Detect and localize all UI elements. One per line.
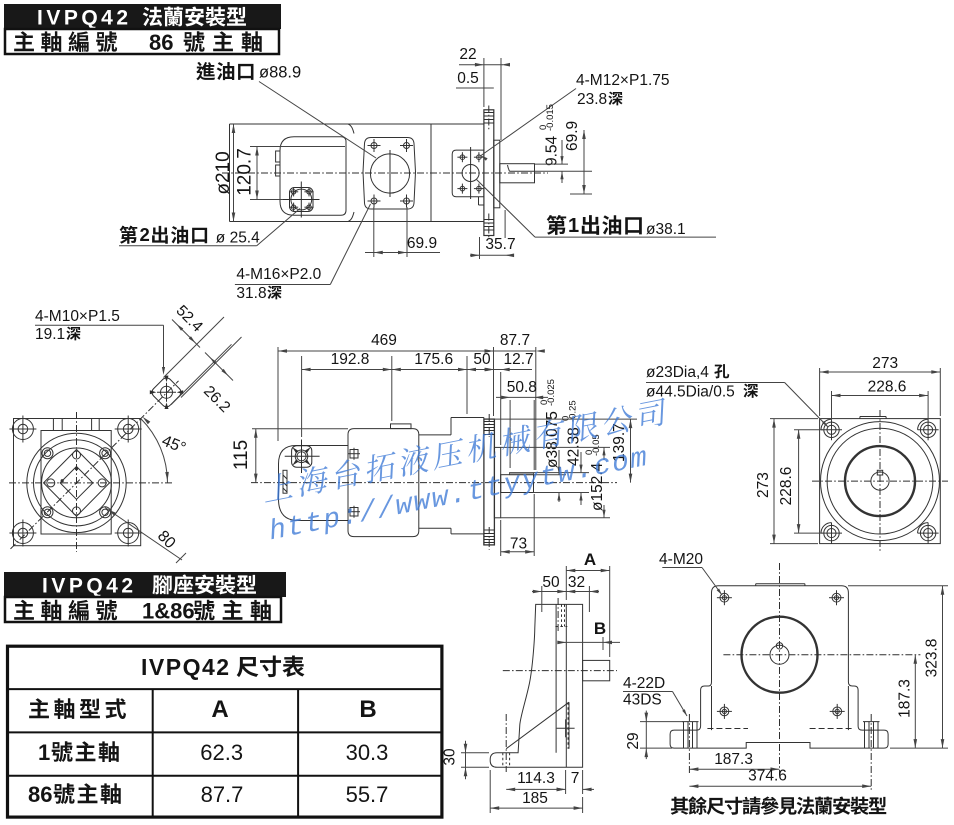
svg-text:1: 1	[568, 215, 579, 237]
svg-text:323.8: 323.8	[924, 639, 941, 678]
svg-text:228.6: 228.6	[778, 467, 795, 506]
svg-text:120.7: 120.7	[235, 148, 256, 196]
svg-text:50: 50	[542, 574, 560, 591]
svg-text:-0.25: -0.25	[568, 400, 579, 422]
svg-text:35.7: 35.7	[485, 236, 515, 253]
svg-text:55.7: 55.7	[346, 782, 389, 807]
svg-text:115: 115	[231, 440, 252, 470]
svg-text:23.8: 23.8	[577, 91, 607, 108]
svg-text:187.3: 187.3	[714, 751, 753, 768]
svg-text:469: 469	[371, 332, 397, 349]
svg-text:86: 86	[149, 30, 173, 55]
svg-text:86: 86	[28, 782, 52, 807]
svg-text:IVPQ42: IVPQ42	[42, 575, 137, 598]
svg-text:0: 0	[584, 450, 595, 455]
svg-text:62.3: 62.3	[200, 740, 243, 765]
svg-text:1: 1	[38, 740, 50, 765]
svg-text:31.8: 31.8	[236, 285, 266, 302]
svg-text:ø88.9: ø88.9	[259, 64, 301, 82]
svg-text:-0.025: -0.025	[546, 379, 557, 406]
svg-text:2: 2	[140, 224, 150, 245]
svg-text:374.6: 374.6	[748, 768, 787, 785]
svg-text:185: 185	[522, 790, 548, 807]
svg-text:0: 0	[561, 416, 572, 421]
svg-text:45°: 45°	[159, 432, 188, 457]
svg-text:12.7: 12.7	[504, 351, 534, 368]
svg-text:B: B	[594, 619, 606, 638]
svg-text:4-22D: 4-22D	[623, 675, 665, 692]
svg-text:30.3: 30.3	[346, 740, 389, 765]
svg-text:ø38.1: ø38.1	[646, 221, 686, 238]
svg-text:273: 273	[872, 355, 898, 372]
svg-text:4-M12×P1.75: 4-M12×P1.75	[576, 72, 670, 89]
svg-text:32: 32	[568, 574, 585, 591]
svg-text:80: 80	[154, 528, 179, 553]
svg-text:273: 273	[755, 472, 772, 498]
svg-text:B: B	[359, 696, 376, 723]
svg-text:7: 7	[571, 770, 580, 787]
svg-text:IVPQ42: IVPQ42	[141, 654, 231, 680]
svg-text:ø152.4: ø152.4	[589, 462, 606, 511]
svg-text:A: A	[584, 550, 596, 569]
svg-text:A: A	[211, 696, 228, 723]
svg-text:50.8: 50.8	[507, 379, 537, 396]
svg-text:87.7: 87.7	[201, 782, 244, 807]
svg-text:9.54: 9.54	[544, 135, 561, 166]
svg-text:ø44.5Dia/0.5: ø44.5Dia/0.5	[646, 384, 735, 401]
svg-text:26.2: 26.2	[200, 383, 233, 416]
svg-text:19.1: 19.1	[35, 326, 65, 343]
svg-text:IVPQ42: IVPQ42	[37, 7, 132, 30]
svg-text:1&86: 1&86	[142, 599, 195, 624]
svg-text:50: 50	[473, 351, 491, 368]
svg-text:175.6: 175.6	[414, 351, 453, 368]
svg-text:192.8: 192.8	[331, 351, 370, 368]
svg-text:ø23Dia,4: ø23Dia,4	[646, 364, 709, 381]
svg-text:ø 25.4: ø 25.4	[216, 230, 260, 247]
svg-text:4-M16×P2.0: 4-M16×P2.0	[236, 266, 321, 283]
svg-text:228.6: 228.6	[868, 379, 907, 396]
svg-text:87.7: 87.7	[500, 332, 530, 349]
svg-text:4-M10×P1.5: 4-M10×P1.5	[35, 308, 120, 325]
svg-text:-0.05: -0.05	[591, 434, 602, 456]
svg-text:22: 22	[459, 46, 476, 63]
svg-text:30: 30	[442, 748, 459, 766]
svg-text:4-M20: 4-M20	[659, 551, 703, 568]
svg-text:187.3: 187.3	[897, 679, 914, 718]
svg-text:69.9: 69.9	[564, 121, 581, 151]
svg-text:52.4: 52.4	[173, 302, 207, 336]
svg-text:114.3: 114.3	[517, 770, 555, 787]
svg-text:0.5: 0.5	[457, 70, 479, 87]
svg-text:29: 29	[625, 732, 642, 749]
svg-text:43DS: 43DS	[623, 692, 662, 709]
svg-text:139.7: 139.7	[611, 423, 628, 462]
svg-text:73: 73	[510, 536, 527, 553]
svg-text:0: 0	[539, 400, 550, 405]
svg-text:69.9: 69.9	[407, 235, 437, 252]
svg-text:0: 0	[538, 125, 549, 130]
svg-text:42.38: 42.38	[566, 427, 583, 466]
svg-text:ø210: ø210	[213, 151, 234, 194]
svg-text:-0.015: -0.015	[545, 104, 556, 131]
